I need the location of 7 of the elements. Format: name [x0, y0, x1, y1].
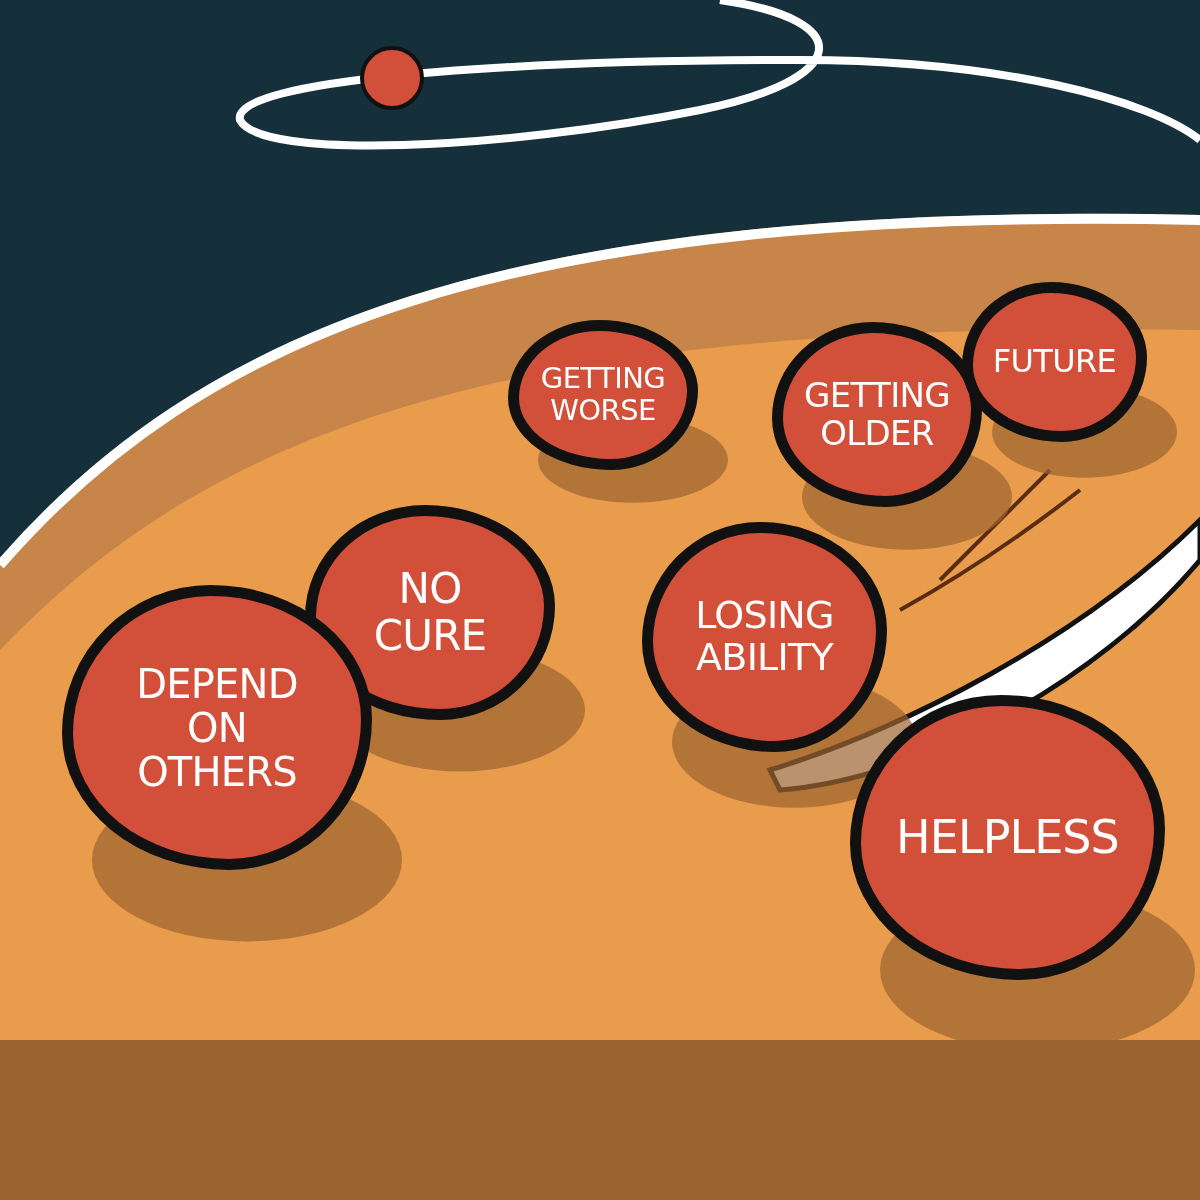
ball-label: NO CURE	[372, 566, 488, 659]
ball-label: HELPLESS	[896, 812, 1119, 863]
ball-label: GETTING OLDER	[803, 377, 951, 452]
ball-label: LOSING ABILITY	[694, 595, 835, 679]
ball-label: GETTING WORSE	[539, 363, 667, 427]
ball-label: FUTURE	[992, 344, 1117, 380]
ball-label: DEPEND ON OTHERS	[135, 661, 299, 794]
